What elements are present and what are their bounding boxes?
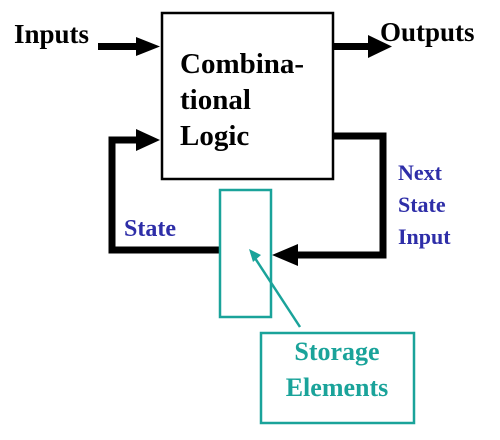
combinational-logic-box <box>160 11 335 181</box>
logic-label-line: Combina- <box>180 48 305 80</box>
input-arrow <box>98 37 160 56</box>
storage-pointer-arrow <box>249 249 302 328</box>
next-state-label-line: State <box>398 192 446 217</box>
outputs-label: Outputs <box>380 17 475 47</box>
state-label: State <box>124 216 176 242</box>
logic-label-line: tional <box>180 84 251 116</box>
next-state-label-line: Next <box>398 160 442 185</box>
output-arrow <box>334 35 392 58</box>
storage-element-box <box>218 188 273 319</box>
inputs-label: Inputs <box>14 19 90 49</box>
storage-elements-callout-box <box>259 331 416 425</box>
next-state-input-label: Next State Input <box>398 157 451 253</box>
storage-label-line: Elements <box>285 373 389 402</box>
next-state-path <box>272 132 387 266</box>
combinational-logic-label: Combina- tional Logic <box>180 46 304 154</box>
next-state-label-line: Input <box>398 224 451 249</box>
logic-label-line: Logic <box>180 120 250 152</box>
state-feedback-path <box>108 129 220 254</box>
storage-label-line: Storage <box>294 337 380 366</box>
storage-elements-label: Storage Elements <box>260 334 414 406</box>
